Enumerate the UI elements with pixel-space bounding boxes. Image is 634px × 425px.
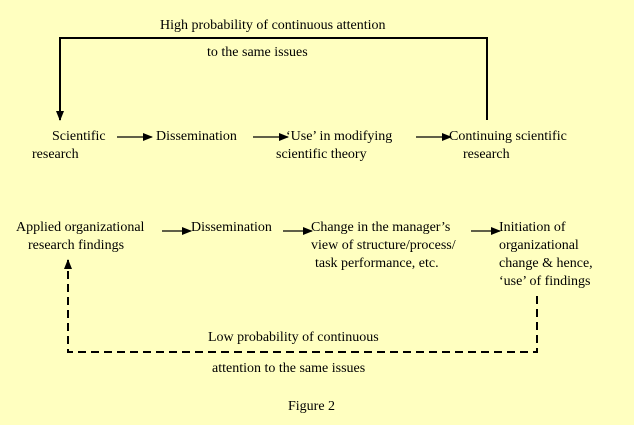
node-line: research	[32, 147, 79, 162]
bottom-loop-caption-line2: attention to the same issues	[212, 361, 366, 376]
node-line: Scientific	[52, 129, 106, 144]
node-continuing-research: Continuing scientific research	[449, 128, 567, 164]
node-line: Dissemination	[156, 129, 237, 144]
top-feedback-loop-line	[56, 37, 488, 121]
node-use-in-modifying: ‘Use’ in modifying scientific theory	[276, 128, 392, 164]
node-scientific-research: Scientific research	[32, 128, 106, 164]
node-line: Continuing scientific	[449, 129, 567, 144]
top-loop-caption-line1: High probability of continuous attention	[160, 18, 386, 33]
node-line: research	[463, 147, 510, 162]
node-line: change & hence,	[499, 256, 593, 271]
node-line: Applied organizational	[16, 220, 145, 235]
bottom-feedback-loop-line	[64, 259, 538, 353]
node-line: view of structure/process/	[311, 238, 456, 253]
node-dissemination-top: Dissemination	[156, 128, 237, 146]
node-line: Dissemination	[191, 220, 272, 235]
node-line: ‘Use’ in modifying	[286, 129, 393, 144]
figure-caption: Figure 2	[288, 399, 336, 414]
bottom-loop-caption-line1: Low probability of continuous	[208, 330, 379, 345]
node-change-in-view: Change in the manager’s view of structur…	[311, 219, 456, 273]
node-dissemination-bottom: Dissemination	[191, 219, 272, 237]
node-line: ‘use’ of findings	[499, 274, 591, 289]
node-line: task performance, etc.	[315, 256, 439, 271]
node-line: organizational	[499, 238, 579, 253]
node-line: Initiation of	[499, 220, 566, 235]
node-line: scientific theory	[276, 147, 367, 162]
top-loop-caption-line2: to the same issues	[207, 45, 308, 60]
node-applied-findings: Applied organizational research findings	[16, 219, 144, 255]
node-line: research findings	[28, 238, 125, 253]
node-initiation-of-change: Initiation of organizational change & he…	[499, 219, 593, 291]
node-line: Change in the manager’s	[311, 220, 451, 235]
